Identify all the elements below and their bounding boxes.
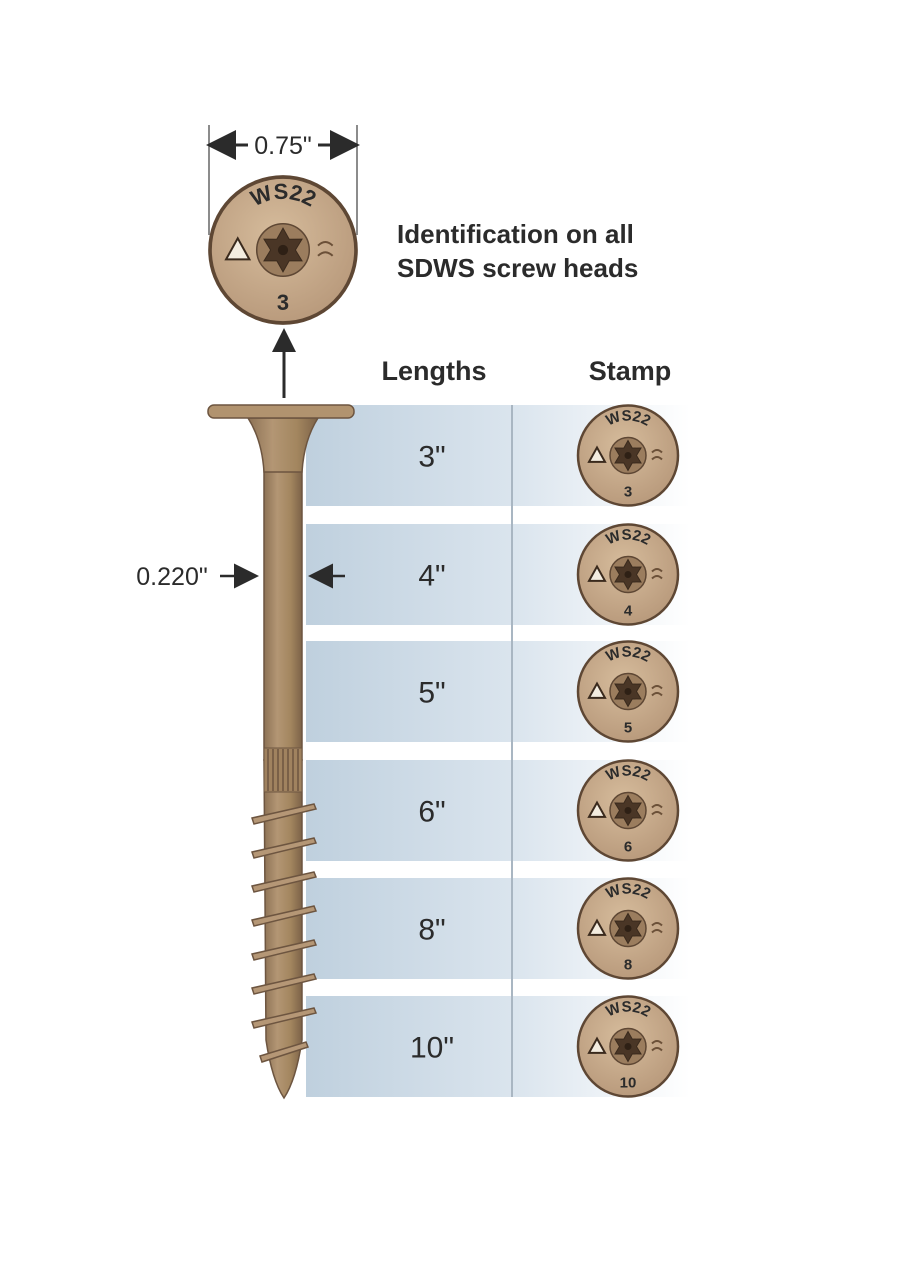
triangle-mark-icon: [587, 564, 607, 582]
stamp-5: WS22 10: [576, 995, 680, 1098]
length-value-0: 3": [418, 441, 445, 474]
stamp-number: 4: [624, 603, 633, 620]
length-value-1: 4": [418, 560, 445, 593]
stamp-code: WS22: [604, 762, 654, 784]
shank-diameter-label: 0.220": [136, 563, 207, 591]
stamp-1: WS22 4: [576, 523, 680, 626]
stamp-number: 3: [277, 290, 289, 315]
length-value-5: 10": [410, 1032, 454, 1065]
head-width-dimension: 0.75": [206, 125, 360, 235]
triangle-mark-icon: [587, 1036, 607, 1054]
arrow-icon: [272, 328, 296, 398]
torx-drive-icon: [255, 222, 311, 278]
stamp-header: Stamp: [589, 356, 672, 386]
stamp-code: WS22: [604, 880, 654, 902]
triangle-mark-icon: [587, 800, 607, 818]
identification-note-line2: SDWS screw heads: [397, 253, 638, 283]
torx-drive-icon: [609, 791, 647, 830]
torx-drive-icon: [609, 1027, 647, 1066]
stamp-number: 8: [624, 957, 632, 974]
stamp-number: 5: [624, 720, 632, 737]
stamp-code: WS22: [604, 643, 654, 665]
torx-drive-icon: [609, 436, 647, 475]
stamp-code: WS22: [604, 407, 654, 429]
stamp-number: 10: [620, 1075, 637, 1092]
length-value-2: 5": [418, 677, 445, 710]
stamp-3: WS22 6: [576, 759, 680, 862]
head-diameter-label: 0.75": [254, 132, 312, 160]
stamp-4: WS22 8: [576, 877, 680, 980]
triangle-mark-icon: [224, 236, 252, 261]
triangle-mark-icon: [587, 681, 607, 699]
lengths-header: Lengths: [382, 356, 487, 386]
triangle-mark-icon: [587, 445, 607, 463]
stamp-0: WS22 3: [576, 404, 680, 507]
stamp-code: WS22: [604, 526, 654, 548]
stamp-number: 3: [624, 484, 632, 501]
stamp-number: 6: [624, 839, 632, 856]
torx-drive-icon: [609, 555, 647, 594]
screw-side-view: [207, 404, 355, 1100]
length-value-3: 6": [418, 796, 445, 829]
torx-drive-icon: [609, 672, 647, 711]
shank-diameter-dimension: 0.220": [136, 563, 345, 591]
identification-note-line1: Identification on all: [397, 219, 634, 249]
stamp-code: WS22: [604, 998, 654, 1020]
length-table-bands: [306, 405, 690, 1097]
torx-drive-icon: [609, 909, 647, 948]
length-value-4: 8": [418, 914, 445, 947]
stamp-2: WS22 5: [576, 640, 680, 743]
triangle-mark-icon: [587, 918, 607, 936]
